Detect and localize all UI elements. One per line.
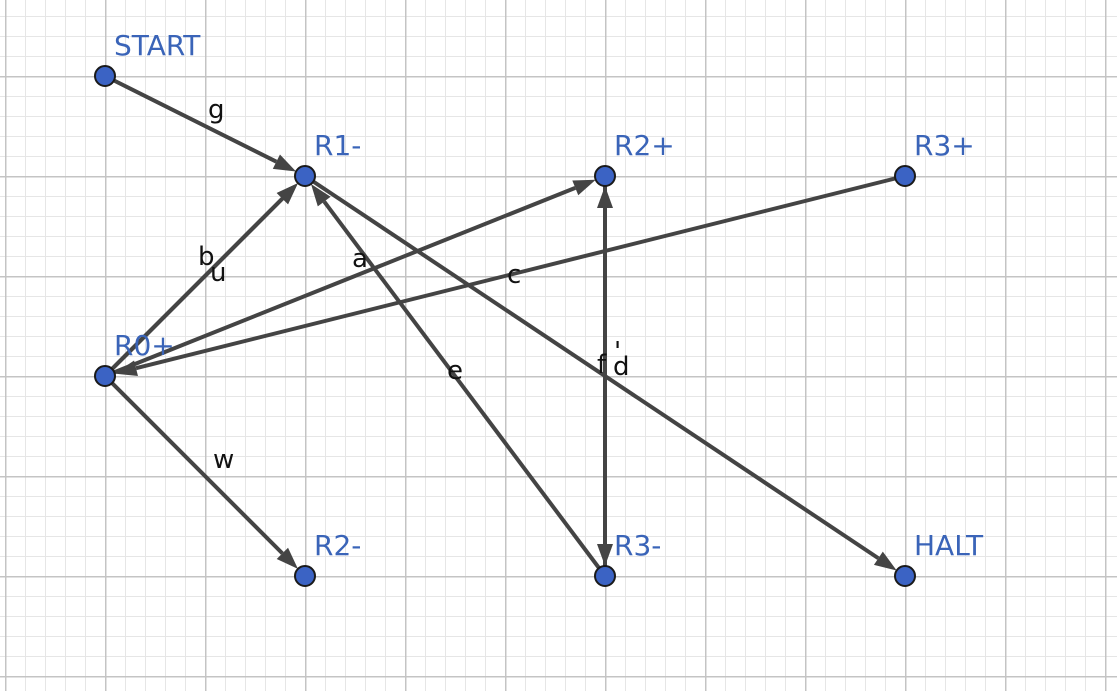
node-start[interactable]: [94, 65, 116, 87]
node-label-halt: HALT: [914, 529, 984, 562]
arrowhead-icon: [873, 551, 897, 571]
node-label-r0: R0+: [114, 329, 175, 362]
nodes-layer: [94, 65, 916, 587]
node-label-r1: R1-: [314, 129, 361, 162]
edge-line: [104, 74, 278, 164]
edge-label: d: [613, 352, 630, 382]
edge-label: e: [447, 356, 463, 386]
edge-label: c: [507, 260, 521, 290]
edge-label: u: [210, 258, 226, 288]
edge-line: [322, 200, 607, 578]
node-label-start: START: [114, 29, 201, 62]
arrowhead-icon: [276, 183, 298, 205]
edge-label: f: [597, 350, 607, 380]
edge-r0-to-r1-2: [103, 183, 298, 378]
arrowhead-icon: [272, 154, 297, 172]
edge-label: ': [614, 337, 621, 367]
edge-r1-to-halt-7: [303, 174, 897, 571]
node-r3[interactable]: [594, 565, 616, 587]
edge-label: w: [213, 445, 234, 475]
arrowhead-icon: [311, 184, 331, 207]
edge-label: b: [198, 242, 215, 272]
node-label-r3: R3+: [914, 129, 975, 162]
edge-label: a: [352, 244, 368, 274]
edge-r3-to-r2-9: [597, 186, 613, 576]
arrowhead-icon: [114, 360, 138, 376]
edge-r3-to-r1-6: [311, 184, 607, 578]
edge-r0-to-r2-3: [104, 179, 596, 378]
arrowhead-icon: [597, 186, 613, 208]
node-r0[interactable]: [94, 365, 116, 387]
edge-line: [303, 174, 880, 560]
node-r2[interactable]: [594, 165, 616, 187]
node-r3[interactable]: [894, 165, 916, 187]
arrowhead-icon: [276, 547, 298, 569]
node-halt[interactable]: [894, 565, 916, 587]
arrowhead-icon: [572, 179, 596, 196]
edge-line: [135, 174, 906, 371]
node-labels-layer: START R1- R2+ R3+ R0+ R2- R3- HALT: [114, 29, 984, 562]
edge-r0-to-r2-5: [103, 374, 298, 569]
edge-r3-to-r0-4: [114, 174, 906, 376]
edge-line: [104, 186, 577, 378]
edge-line: [103, 197, 284, 378]
node-label-r2: R2+: [614, 129, 675, 162]
edge-line: [103, 374, 284, 555]
node-label-r2: R2-: [314, 529, 361, 562]
node-label-r3: R3-: [614, 529, 661, 562]
node-r1[interactable]: [294, 165, 316, 187]
edge-start-to-r1-0: [104, 74, 297, 172]
edge-labels-layer: g bu a c w e df': [198, 95, 630, 475]
edge-label: g: [208, 95, 225, 125]
node-r2[interactable]: [294, 565, 316, 587]
edges-layer: [103, 74, 906, 578]
